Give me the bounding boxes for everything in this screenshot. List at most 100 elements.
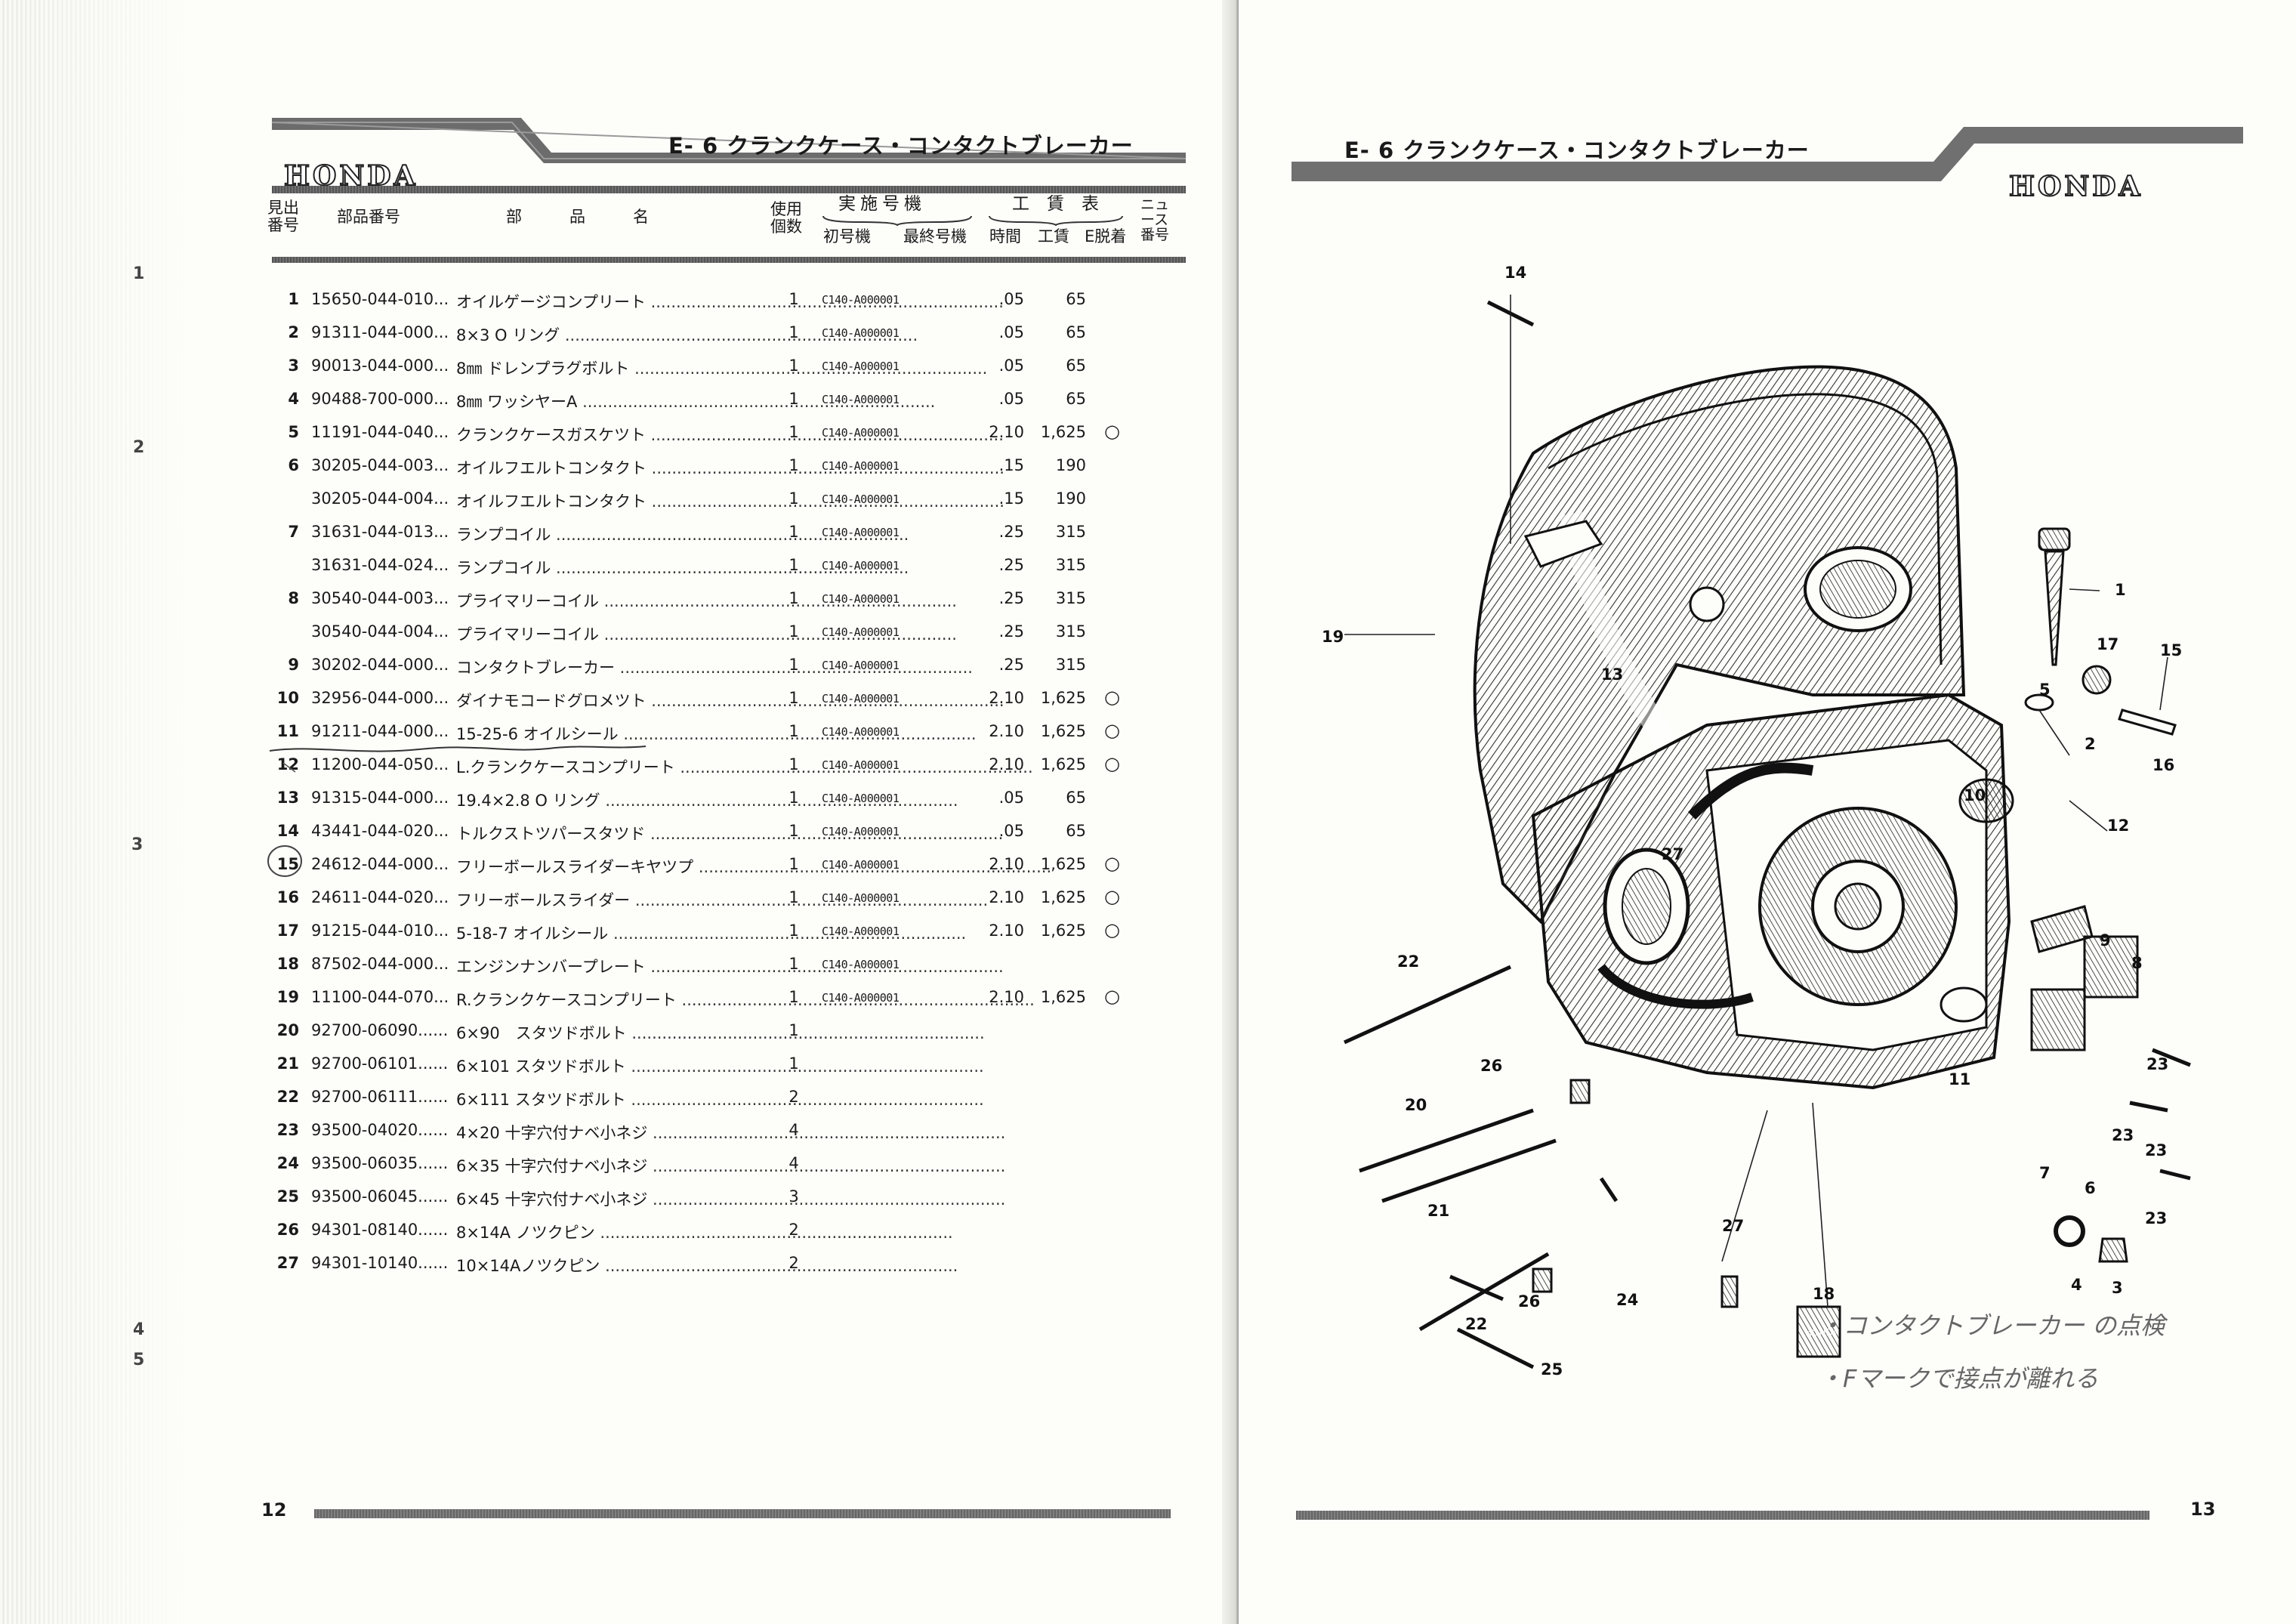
quantity: 1: [788, 988, 799, 1006]
part-name: 8×14A ノツクピン: [456, 1221, 767, 1243]
frame-number: C140-A000001: [822, 725, 900, 739]
labor-time: .25: [998, 589, 1024, 607]
frame-number: C140-A000001: [822, 692, 900, 705]
labor-cost: 315: [1055, 523, 1086, 541]
part-number: 93500-06035......: [311, 1154, 449, 1172]
col-frame-group-header: 実施号機: [838, 194, 926, 214]
part-number: 93500-04020......: [311, 1121, 449, 1139]
handwritten-note: ・Fマークで接点が離れる: [1819, 1364, 2099, 1393]
ref-number: 26: [276, 1221, 299, 1239]
header-band: [1292, 127, 2243, 181]
part-name: 6×45 十字穴付ナベ小ネジ: [456, 1187, 767, 1210]
part-name: クランクケースガスケツト: [456, 423, 767, 446]
part-name: プライマリーコイル: [456, 622, 767, 645]
ref-number: 2: [288, 323, 299, 341]
margin-mark: 5: [133, 1351, 145, 1369]
washer: [2054, 1215, 2085, 1247]
part-name: 6×101 スタツドボルト: [456, 1054, 767, 1077]
labor-cost: 65: [1066, 390, 1086, 408]
col-frame-first-header: 初号機: [823, 227, 871, 245]
frame-number: C140-A000001: [822, 526, 900, 539]
section-title: E- 6 クランクケース・コンタクトブレーカー: [1344, 137, 1810, 163]
number-plate: [1796, 1305, 1841, 1358]
quantity: 1: [788, 622, 799, 641]
labor-time: 2.10: [989, 755, 1024, 773]
ref-number: 12: [276, 755, 299, 773]
part-number: 92700-06111......: [311, 1088, 449, 1106]
col-news-header: ニュース番号: [1140, 196, 1170, 243]
callout-23: 23: [2112, 1126, 2134, 1144]
honda-logo: HONDA: [2008, 170, 2143, 203]
quantity: 1: [788, 1054, 799, 1073]
part-number: 91311-044-000...: [311, 323, 449, 341]
part-name: トルクストツパースタツド: [456, 822, 767, 844]
handwritten-note: ・コンタクトブレーカー の点検: [1819, 1311, 2165, 1340]
labor-cost: 65: [1066, 789, 1086, 807]
e-removal-mark: ○: [1104, 919, 1120, 940]
quantity: 1: [788, 656, 799, 674]
part-number: 90013-044-000...: [311, 357, 449, 375]
e-removal-mark: ○: [1104, 853, 1120, 874]
ref-number: 8: [288, 589, 299, 607]
left-crankcase: [1531, 693, 2014, 1090]
callout-25: 25: [1541, 1360, 1563, 1379]
quantity: 1: [788, 489, 799, 508]
parts-table: 115650-044-010...オイルゲージコンプリート1C140-A0000…: [272, 284, 1178, 1281]
frame-number: C140-A000001: [822, 459, 900, 473]
quantity: 1: [788, 357, 799, 375]
table-row: 1211200-044-050...L.クランクケースコンプリート1C140-A…: [272, 749, 1178, 783]
part-name: 8×3 O リング: [456, 323, 767, 346]
col-name-header: 部 品 名: [506, 208, 649, 226]
quantity: 2: [788, 1221, 799, 1239]
labor-time: .25: [998, 523, 1024, 541]
callout-10: 10: [1964, 786, 1986, 804]
labor-time: .05: [998, 290, 1024, 308]
part-number: 94301-10140......: [311, 1254, 449, 1272]
part-name: プライマリーコイル: [456, 589, 767, 612]
callout-13: 13: [1601, 665, 1623, 684]
part-name: フリーボールスライダー: [456, 888, 767, 911]
right-page: E- 6 クランクケース・コンタクトブレーカー HONDA: [1239, 0, 2296, 1624]
frame-number: C140-A000001: [822, 360, 900, 373]
table-row: 115650-044-010...オイルゲージコンプリート1C140-A0000…: [272, 284, 1178, 317]
plate-text: HONDA: [1805, 1327, 1839, 1338]
table-row: 930202-044-000...コンタクトブレーカー1C140-A000001…: [272, 650, 1178, 683]
quantity: 1: [788, 855, 799, 873]
labor-time: 2.10: [989, 423, 1024, 441]
footer-rule: [1296, 1511, 2149, 1520]
part-number: 93500-06045......: [311, 1187, 449, 1206]
ref-number: 16: [276, 888, 299, 906]
margin-mark: 3: [131, 835, 144, 854]
part-number: 30202-044-000...: [311, 656, 449, 674]
part-number: 91315-044-000...: [311, 789, 449, 807]
callout-24: 24: [1616, 1291, 1638, 1309]
frame-number: C140-A000001: [822, 792, 900, 805]
labor-time: .15: [998, 489, 1024, 508]
labor-time: .05: [998, 390, 1024, 408]
frame-number: C140-A000001: [822, 758, 900, 772]
table-row: 731631-044-013...ランプコイル1C140-A000001.253…: [272, 517, 1178, 550]
leader-lines: [1344, 295, 2168, 1308]
part-number: 92700-06090......: [311, 1021, 449, 1039]
callout-23: 23: [2146, 1055, 2168, 1073]
callout-16: 16: [2152, 756, 2174, 774]
labor-cost: 315: [1055, 622, 1086, 641]
quantity: 2: [788, 1254, 799, 1272]
part-number: 30540-044-003...: [311, 589, 449, 607]
margin-mark: 1: [133, 264, 145, 283]
part-name: エンジンナンバープレート: [456, 955, 767, 977]
callout-9: 9: [2100, 931, 2111, 949]
part-number: 11191-044-040...: [311, 423, 449, 441]
callout-22: 22: [1397, 952, 1419, 971]
part-name: 8㎜ ワッシヤーA: [456, 390, 767, 412]
callout-23: 23: [2145, 1209, 2167, 1227]
labor-cost: 190: [1055, 456, 1086, 474]
ref-number: 21: [276, 1054, 299, 1073]
callout-12: 12: [2107, 817, 2129, 835]
callout-11: 11: [1949, 1070, 1970, 1088]
part-number: 94301-08140......: [311, 1221, 449, 1239]
frame-number: C140-A000001: [822, 991, 900, 1005]
